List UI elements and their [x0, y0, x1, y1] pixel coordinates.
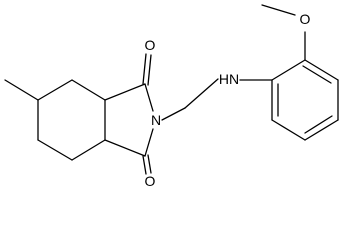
- chemical-structure-diagram: O O N HN O: [4, 4, 339, 189]
- benzene-ring: [271, 59, 339, 141]
- bond-c1-o-a: [142, 53, 147, 85]
- bond-c3-o-a: [142, 155, 147, 175]
- amine-label: HN: [219, 71, 239, 87]
- bond-ar-double-1: [302, 65, 332, 84]
- bond-c7a-c3: [104, 139, 146, 157]
- bond-o-methyl: [261, 4, 296, 16]
- bond-ring-c6-c7: [37, 139, 73, 161]
- bond-ring-c4-c5: [37, 79, 73, 101]
- bond-ar-1: [271, 59, 306, 81]
- oxygen-bottom-label: O: [145, 173, 156, 189]
- bond-ar-double-2: [304, 115, 333, 134]
- bond-ring-c3a-c4: [71, 79, 106, 101]
- bond-methyl: [4, 79, 39, 101]
- carbonyl-top: [142, 53, 152, 86]
- bond-ar-4: [304, 119, 339, 141]
- bond-ch2-nh: [184, 78, 219, 109]
- bond-ar-2: [304, 59, 339, 81]
- bond-c1-n: [144, 83, 154, 112]
- bond-ring-c7-c7a: [71, 139, 106, 161]
- bond-c3a-c1: [104, 83, 146, 101]
- bond-ar-5: [271, 119, 306, 141]
- nitrogen-label: N: [151, 112, 161, 128]
- bond-n-ch2: [161, 107, 186, 121]
- bond-c1-o-b: [147, 54, 152, 86]
- cyclohexane-ring: [37, 79, 106, 161]
- bond-c3-o-b: [147, 154, 152, 174]
- oxygen-methoxy-label: O: [300, 11, 311, 27]
- bond-c3-n: [144, 128, 154, 157]
- imide-ring: [104, 83, 154, 157]
- oxygen-top-label: O: [145, 37, 156, 53]
- carbonyl-bottom: [142, 154, 152, 175]
